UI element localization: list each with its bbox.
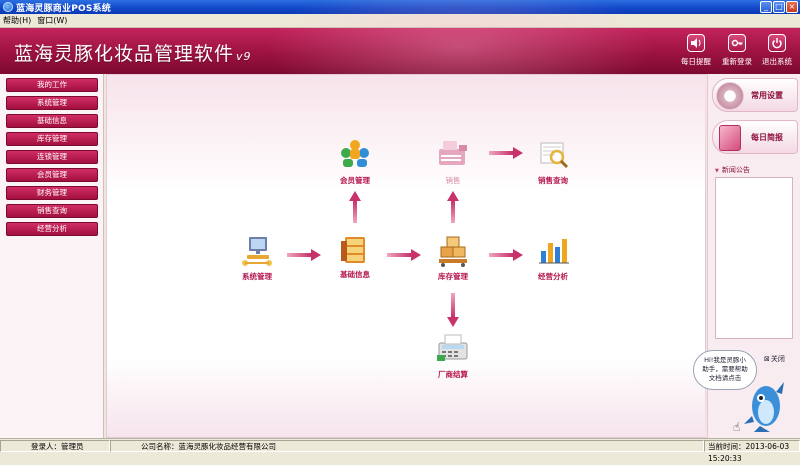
menu-window[interactable]: 窗口(W) xyxy=(37,16,68,25)
key-icon xyxy=(728,34,746,52)
node-sales[interactable]: 销售 xyxy=(423,137,483,186)
node-supplier-settlement[interactable]: 厂商结算 xyxy=(423,331,483,380)
cash-register-icon xyxy=(433,137,473,173)
maximize-button[interactable]: □ xyxy=(773,1,785,13)
exit-system-label: 退出系统 xyxy=(762,57,792,66)
node-basic-label: 基础信息 xyxy=(340,270,370,279)
node-system-management[interactable]: 系统管理 xyxy=(227,233,287,282)
node-sales-label: 销售 xyxy=(445,176,461,185)
helper-text-line3: 文档请点击 xyxy=(708,374,742,382)
brand-name: 蓝海灵豚化妆品管理软件 xyxy=(14,43,235,65)
flow-arrows xyxy=(287,147,523,327)
warehouse-boxes-icon xyxy=(433,233,473,269)
minimize-button[interactable]: _ xyxy=(760,1,772,13)
dolphin-mascot-icon[interactable] xyxy=(740,372,788,434)
news-list xyxy=(715,177,793,339)
sidebar-item-finance[interactable]: 财务管理 xyxy=(6,186,98,200)
sidebar-item-chain[interactable]: 连锁管理 xyxy=(6,150,98,164)
arrow-sales-to-query xyxy=(489,147,523,159)
bar-chart-icon xyxy=(533,233,573,269)
status-bar: 登录人：管理员 公司名称：蓝海灵豚化妆品经营有限公司 当前时间：2013-06-… xyxy=(0,438,800,463)
node-sales-query-label: 销售查询 xyxy=(538,176,568,185)
menu-bar: 帮助(H) 窗口(W) xyxy=(0,14,800,28)
magnifier-document-icon xyxy=(533,137,573,173)
node-member-label: 会员管理 xyxy=(340,176,370,185)
helper-text-line1: Hi!我是灵豚小 xyxy=(704,356,746,364)
menu-help[interactable]: 帮助(H) xyxy=(3,16,32,25)
arrow-inventory-to-analysis xyxy=(489,249,523,261)
sidebar-item-inventory[interactable]: 库存管理 xyxy=(6,132,98,146)
sidebar-item-sales-query[interactable]: 销售查询 xyxy=(6,204,98,218)
node-analysis-label: 经营分析 xyxy=(538,272,568,281)
news-title: 新闻公告 xyxy=(715,165,750,175)
folders-icon xyxy=(335,231,375,267)
members-icon xyxy=(335,137,375,173)
arrow-basic-to-inventory xyxy=(387,249,421,261)
speaker-icon xyxy=(687,34,705,52)
arrow-inventory-to-sales xyxy=(447,191,459,223)
relogin-label: 重新登录 xyxy=(722,57,752,66)
exit-system-button[interactable]: 退出系统 xyxy=(757,34,797,70)
sidebar-item-basic-info[interactable]: 基础信息 xyxy=(6,114,98,128)
node-inventory-label: 库存管理 xyxy=(438,272,468,281)
sidebar-item-member[interactable]: 会员管理 xyxy=(6,168,98,182)
helper-text-line2: 助手，需要帮助 xyxy=(702,365,748,373)
status-user: 登录人：管理员 xyxy=(0,439,110,452)
left-sidebar: 我的工作 系统管理 基础信息 库存管理 连锁管理 会员管理 财务管理 销售查询 … xyxy=(0,74,104,438)
title-bar: 蓝海灵豚商业POS系统 _ □ × xyxy=(0,0,800,14)
node-supplier-label: 厂商结算 xyxy=(438,370,468,379)
node-business-analysis[interactable]: 经营分析 xyxy=(523,233,583,282)
gear-icon xyxy=(716,82,744,110)
common-settings-label: 常用设置 xyxy=(751,91,783,100)
brand-version: v9 xyxy=(236,50,252,63)
status-time: 当前时间：2013-06-03 15:20:33 xyxy=(704,439,800,463)
node-system-label: 系统管理 xyxy=(242,272,272,281)
status-company: 公司名称：蓝海灵豚化妆品经营有限公司 xyxy=(110,439,704,452)
arrow-system-to-basic xyxy=(287,249,321,261)
sidebar-item-my-work[interactable]: 我的工作 xyxy=(6,78,98,92)
node-basic-info[interactable]: 基础信息 xyxy=(325,231,385,280)
common-settings-button[interactable]: 常用设置 xyxy=(712,78,798,112)
arrow-inventory-to-supplier xyxy=(447,293,459,327)
workflow-canvas: 系统管理 基础信息 会员管理 销售 销售查询 库存管理 经营分析 xyxy=(106,74,707,438)
sidebar-item-system[interactable]: 系统管理 xyxy=(6,96,98,110)
relogin-button[interactable]: 重新登录 xyxy=(717,34,757,70)
hand-cursor-icon: ☝ xyxy=(733,420,741,434)
daily-report-button[interactable]: 每日简报 xyxy=(712,120,798,154)
report-book-icon xyxy=(719,125,741,151)
daily-reminder-label: 每日提醒 xyxy=(681,57,711,66)
close-window-button[interactable]: × xyxy=(786,1,798,13)
sidebar-item-analysis[interactable]: 经营分析 xyxy=(6,222,98,236)
arrow-basic-to-member xyxy=(349,191,361,223)
node-sales-query[interactable]: 销售查询 xyxy=(523,137,583,186)
daily-report-label: 每日简报 xyxy=(751,133,783,142)
calculator-icon xyxy=(433,331,473,367)
node-member-management[interactable]: 会员管理 xyxy=(325,137,385,186)
helper-bubble[interactable]: Hi!我是灵豚小 助手，需要帮助 文档请点击 xyxy=(693,350,757,390)
app-icon xyxy=(3,2,13,12)
daily-reminder-button[interactable]: 每日提醒 xyxy=(676,34,716,70)
node-inventory-management[interactable]: 库存管理 xyxy=(423,233,483,282)
computer-icon xyxy=(237,233,277,269)
window-title: 蓝海灵豚商业POS系统 xyxy=(16,4,111,14)
helper-close-button[interactable]: 关闭 xyxy=(764,354,785,364)
power-icon xyxy=(768,34,786,52)
